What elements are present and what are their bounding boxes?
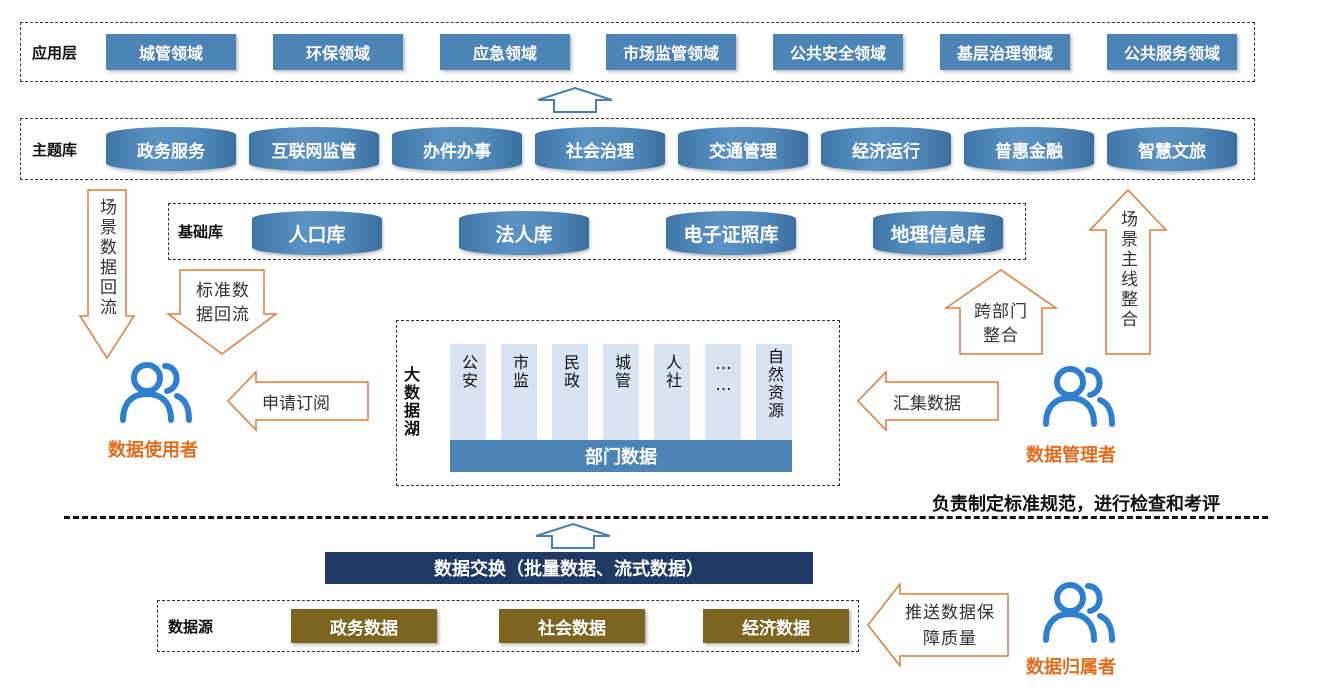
- manager-note: 负责制定标准规范，进行检查和考评: [932, 494, 1220, 515]
- theme-item-inclusive-finance[interactable]: 普惠金融: [964, 127, 1094, 171]
- app-item-market[interactable]: 市场监管领域: [606, 34, 736, 70]
- base-item-legal-person[interactable]: 法人库: [459, 211, 589, 255]
- theme-db-layer: [20, 118, 1255, 180]
- theme-item-smart-tourism[interactable]: 智慧文旅: [1107, 127, 1237, 171]
- base-db-label: 基础库: [178, 223, 224, 241]
- source-gov-data[interactable]: 政务数据: [291, 609, 437, 643]
- base-item-e-license[interactable]: 电子证照库: [666, 211, 796, 255]
- down-arrow-scene-backflow-icon: [78, 189, 136, 360]
- theme-item-gov-service[interactable]: 政务服务: [106, 127, 236, 171]
- data-user-icon: [120, 362, 192, 423]
- data-owner-label: 数据归属者: [1026, 657, 1116, 678]
- lake-column-urban[interactable]: 城管: [603, 344, 639, 440]
- base-db-layer: [168, 203, 1026, 260]
- left-arrow-subscribe-icon: [226, 370, 369, 432]
- theme-item-economy[interactable]: 经济运行: [821, 127, 951, 171]
- lake-column-hr[interactable]: 人社: [654, 344, 690, 440]
- up-arrow-icon: [537, 86, 613, 113]
- up-arrow-exchange-icon: [535, 522, 611, 549]
- app-item-grassroots[interactable]: 基层治理领域: [940, 34, 1070, 70]
- lake-column-market[interactable]: 市监: [501, 344, 537, 440]
- data-user-label: 数据使用者: [108, 440, 198, 461]
- down-arrow-standard-backflow-icon: [166, 269, 278, 355]
- scene-mainline-text: 场景主线整合: [1117, 210, 1137, 330]
- push-data-text: 推送数据保障质量: [905, 603, 995, 649]
- base-item-population[interactable]: 人口库: [252, 211, 382, 255]
- lake-column-civil[interactable]: 民政: [552, 344, 588, 440]
- data-owner-icon: [1043, 582, 1115, 643]
- app-item-environment[interactable]: 环保领域: [273, 34, 403, 70]
- data-source-label: 数据源: [168, 618, 214, 636]
- data-source-layer: [157, 600, 859, 652]
- scene-data-backflow-text: 场景数据回流: [96, 198, 116, 318]
- base-item-geo-info[interactable]: 地理信息库: [873, 211, 1003, 255]
- lake-column-police[interactable]: 公安: [450, 344, 486, 440]
- collect-data-text: 汇集数据: [893, 394, 961, 414]
- standard-backflow-text: 标准数据回流: [196, 281, 250, 325]
- left-arrow-push-icon: [867, 582, 1009, 668]
- data-lake-label: 大数据湖: [404, 365, 421, 438]
- up-arrow-cross-dept-icon: [944, 269, 1058, 355]
- theme-item-affairs[interactable]: 办件办事: [392, 127, 522, 171]
- application-layer-label: 应用层: [32, 44, 78, 62]
- data-lake: [396, 320, 840, 486]
- data-manager-icon: [1043, 366, 1115, 427]
- data-manager-label: 数据管理者: [1026, 445, 1116, 466]
- separator-line: [64, 516, 1268, 519]
- app-item-emergency[interactable]: 应急领域: [440, 34, 570, 70]
- lake-column-natural-resources[interactable]: 自然资源: [756, 344, 792, 440]
- theme-item-traffic[interactable]: 交通管理: [678, 127, 808, 171]
- app-item-public-service[interactable]: 公共服务领域: [1107, 34, 1237, 70]
- up-arrow-scene-mainline-icon: [1088, 188, 1168, 355]
- source-economic-data[interactable]: 经济数据: [703, 609, 849, 643]
- dept-data-bar[interactable]: 部门数据: [450, 440, 792, 472]
- app-item-urban[interactable]: 城管领域: [106, 34, 236, 70]
- source-social-data[interactable]: 社会数据: [499, 609, 645, 643]
- lake-column-more[interactable]: ……: [705, 344, 741, 440]
- theme-db-label: 主题库: [32, 141, 78, 159]
- cross-dept-text: 跨部门整合: [974, 302, 1028, 346]
- data-exchange-bar[interactable]: 数据交换（批量数据、流式数据）: [325, 552, 813, 584]
- apply-subscribe-text: 申请订阅: [262, 394, 330, 414]
- left-arrow-collect-icon: [856, 370, 999, 432]
- theme-item-social-governance[interactable]: 社会治理: [535, 127, 665, 171]
- application-layer: [20, 22, 1255, 82]
- theme-item-internet-supervision[interactable]: 互联网监管: [249, 127, 379, 171]
- app-item-public-safety[interactable]: 公共安全领域: [773, 34, 903, 70]
